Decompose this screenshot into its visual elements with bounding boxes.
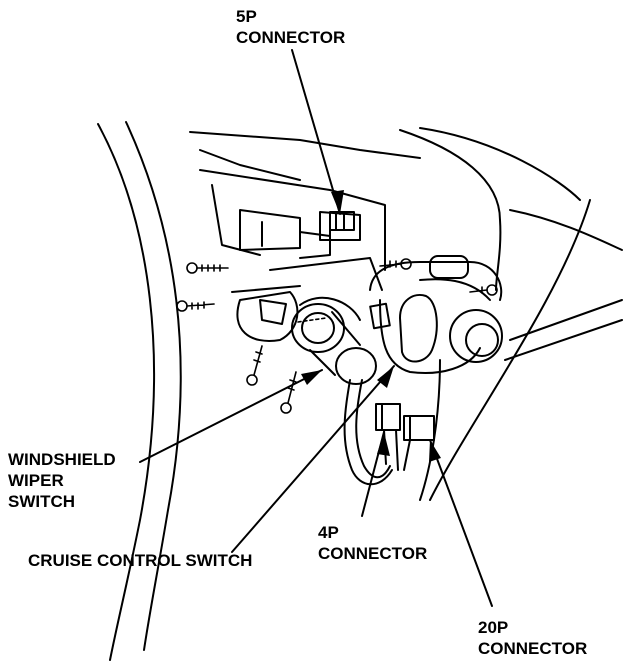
dashboard-outline (97, 121, 623, 661)
leader-5p (291, 49, 341, 215)
label-5p-connector: 5P CONNECTOR (236, 6, 345, 48)
label-cruise-control-switch: CRUISE CONTROL SWITCH (28, 550, 252, 571)
label-20p-line1: 20P (478, 618, 509, 637)
label-cruise-line1: CRUISE CONTROL SWITCH (28, 551, 253, 570)
arrow-head-5p (331, 190, 344, 214)
label-4p-line2: CONNECTOR (318, 544, 428, 563)
leader-wiper (139, 369, 323, 463)
screws (176, 258, 498, 414)
label-20p-connector: 20P CONNECTOR (478, 617, 587, 659)
arrow-head-4p (377, 432, 390, 456)
label-20p-line2: CONNECTOR (478, 639, 588, 658)
label-wiper-line3: SWITCH (8, 492, 76, 511)
arrow-head-cruise (377, 366, 394, 388)
connector-20p-shape (403, 415, 435, 441)
leader-lines (139, 49, 493, 607)
label-5p-line2: CONNECTOR (236, 28, 346, 47)
wiring-harness (343, 379, 411, 486)
arrow-head-20p (429, 440, 441, 462)
label-4p-connector: 4P CONNECTOR (318, 522, 427, 564)
label-wiper-line2: WIPER (8, 471, 64, 490)
arrow-head-wiper (301, 370, 322, 385)
leader-cruise (231, 365, 395, 553)
label-5p-line1: 5P (236, 7, 257, 26)
connector-5p-shape (329, 211, 355, 231)
label-windshield-wiper-switch: WINDSHIELD WIPER SWITCH (8, 449, 116, 512)
arrow-heads (301, 190, 441, 462)
cruise-switch-housing (369, 255, 503, 374)
label-wiper-line1: WINDSHIELD (8, 450, 116, 469)
label-4p-line1: 4P (318, 523, 339, 542)
wiper-switch-stalk (291, 296, 377, 385)
leader-20p (429, 439, 493, 607)
connector-4p-shape (375, 403, 401, 431)
